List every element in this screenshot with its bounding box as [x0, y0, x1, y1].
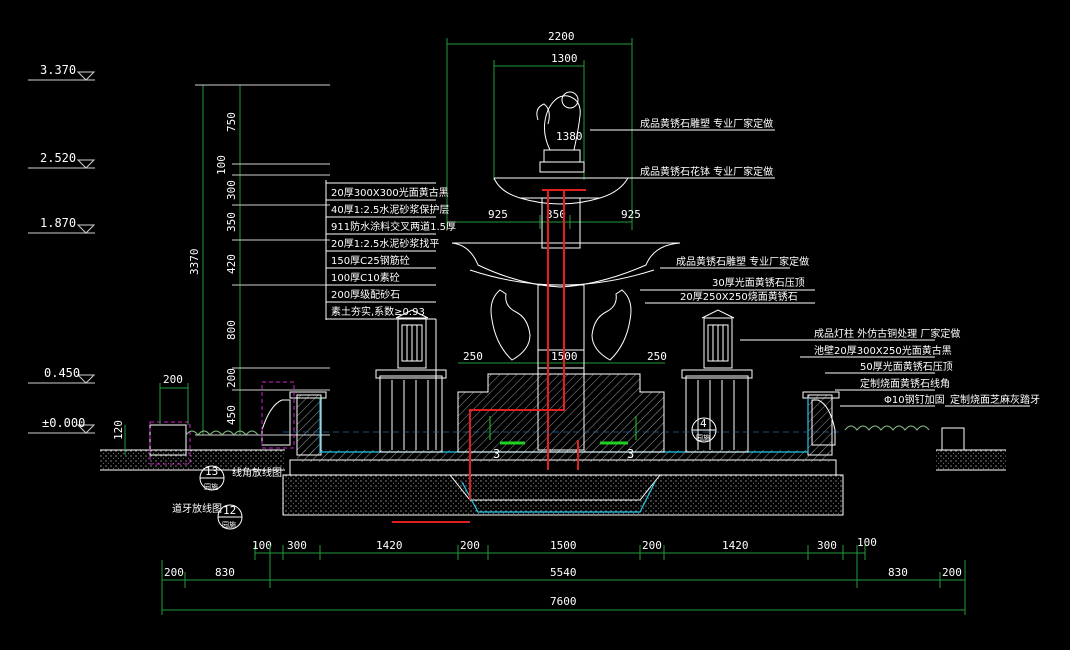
level-label: 2.520 — [40, 151, 76, 165]
level-marker: 1.870 — [28, 216, 96, 234]
dim-segment: 750 — [225, 112, 238, 132]
foundation-gravel — [283, 475, 843, 515]
dim-bottom: 300 — [287, 539, 307, 552]
dim-bottom: 1420 — [376, 539, 403, 552]
layer-labels: 20厚300X300光面黄古黑 40厚1:2.5水泥砂浆保护层 911防水涂料交… — [325, 180, 456, 450]
fountain-section: 1380 3 3 — [282, 91, 844, 523]
layer-label: 40厚1:2.5水泥砂浆保护层 — [331, 203, 449, 216]
note-right: 成品黄锈石雕塑 专业厂家定做 — [640, 117, 773, 130]
dim-segment: 350 — [225, 212, 238, 232]
note-left: 线角放线图 — [232, 466, 282, 479]
note-right: 30厚光面黄锈石压顶 — [712, 276, 805, 289]
dim-bottom: 830 — [888, 566, 908, 579]
note-right: 成品灯柱 外仿古铜处理 厂家定做 — [814, 327, 960, 340]
dim-250-left: 250 — [463, 350, 483, 363]
note-right: 池壁20厚300X250光面黄古黑 — [814, 344, 952, 357]
note-left: 道牙放线图 — [172, 502, 222, 515]
dim-segment: 800 — [225, 320, 238, 340]
dim-925-right: 925 — [621, 208, 641, 221]
dim-925-left: 925 — [488, 208, 508, 221]
section-mark: 3 — [493, 447, 500, 461]
layer-label: 20厚300X300光面黄古黑 — [331, 186, 449, 199]
layer-label: 100厚C10素砼 — [331, 271, 400, 284]
callout-number: 4 — [700, 417, 707, 430]
dim-segment: 300 — [225, 180, 238, 200]
layer-label: 200厚级配砂石 — [331, 288, 400, 301]
dim-bottom: 1500 — [550, 539, 577, 552]
pool-slab — [297, 450, 829, 462]
callout-4[interactable]: 4 园施 — [691, 417, 717, 443]
note-right: Φ10钢钉加固 — [884, 393, 945, 406]
dim-bottom: 5540 — [550, 566, 577, 579]
dim-segment: 200 — [225, 368, 238, 388]
dim-bottom: 830 — [215, 566, 235, 579]
dim-curb-height: 120 — [112, 420, 125, 440]
bottom-dimensions: 100 300 1420 200 1500 200 1420 300 100 2… — [161, 536, 966, 615]
dim-segment: 100 — [215, 155, 228, 175]
lantern-left — [395, 309, 429, 369]
callout-sheet: 园施 — [204, 482, 218, 491]
cherub-sculpture — [536, 91, 585, 173]
dim-segment: 450 — [225, 405, 238, 425]
level-marker: 0.450 — [28, 366, 96, 384]
callout-number: 13 — [205, 465, 218, 478]
callout-sheet: 园施 — [222, 520, 236, 529]
layer-label: 911防水涂料交叉两道1.5厚 — [331, 220, 456, 233]
dim-total-width: 7600 — [550, 595, 577, 608]
top-dimensions: 2200 1300 925 350 925 250 1500 250 — [446, 30, 667, 364]
dim-250-right: 250 — [647, 350, 667, 363]
level-marker: ±0.000 — [28, 416, 96, 434]
level-marker: 3.370 — [28, 63, 96, 81]
swan-sculptures — [490, 289, 632, 361]
note-right: 定制烧面黄锈石线角 — [860, 377, 950, 390]
curb-details: 200 120 — [100, 373, 1006, 471]
layer-label: 20厚1:2.5水泥砂浆找平 — [331, 237, 439, 250]
note-right: 成品黄锈石雕塑 专业厂家定做 — [676, 255, 809, 268]
note-right: 成品黄锈石花钵 专业厂家定做 — [640, 165, 773, 178]
dim-width-1300: 1300 — [551, 52, 578, 65]
section-mark: 3 — [627, 447, 634, 461]
dim-width-2200: 2200 — [548, 30, 575, 43]
level-markers: 3.370 2.520 1.870 0.450 ±0.000 — [28, 63, 96, 434]
callout-13[interactable]: 13 园施 线角放线图 — [199, 465, 282, 491]
dim-bottom: 1420 — [722, 539, 749, 552]
dim-bottom: 100 — [252, 539, 272, 552]
dim-bottom: 200 — [642, 539, 662, 552]
note-right: 50厚光面黄锈石压顶 — [860, 360, 953, 373]
layer-label: 150厚C25钢筋砼 — [331, 254, 410, 267]
level-label: 0.450 — [44, 366, 80, 380]
vertical-dimensions: 3370 750 100 300 350 420 800 200 450 — [188, 84, 330, 436]
dim-bottom: 300 — [817, 539, 837, 552]
dim-bottom: 200 — [942, 566, 962, 579]
level-label: ±0.000 — [42, 416, 85, 430]
dim-bottom: 200 — [460, 539, 480, 552]
note-right: 20厚250X250烧面黄锈石 — [680, 290, 798, 303]
dim-350: 350 — [546, 208, 566, 221]
lantern-right — [701, 309, 735, 369]
callout-number: 12 — [223, 504, 236, 517]
callout-12[interactable]: 12 园施 道牙放线图 — [172, 502, 243, 530]
dim-segment: 420 — [225, 254, 238, 274]
level-label: 1.870 — [40, 216, 76, 230]
dim-bottom: 100 — [857, 536, 877, 549]
dim-bottom: 200 — [164, 566, 184, 579]
callout-sheet: 园施 — [696, 433, 710, 442]
right-notes: 成品黄锈石雕塑 专业厂家定做 成品黄锈石花钵 专业厂家定做 成品黄锈石雕塑 专业… — [590, 117, 1040, 407]
sculpture-tag: 1380 — [556, 130, 583, 143]
note-right: 定制烧面芝麻灰踏牙 — [950, 393, 1040, 406]
level-marker: 2.520 — [28, 151, 96, 169]
dim-total-height: 3370 — [188, 249, 201, 276]
dim-curb-width: 200 — [163, 373, 183, 386]
level-label: 3.370 — [40, 63, 76, 77]
layer-label: 素土夯实,系数≥0.93 — [331, 305, 425, 318]
